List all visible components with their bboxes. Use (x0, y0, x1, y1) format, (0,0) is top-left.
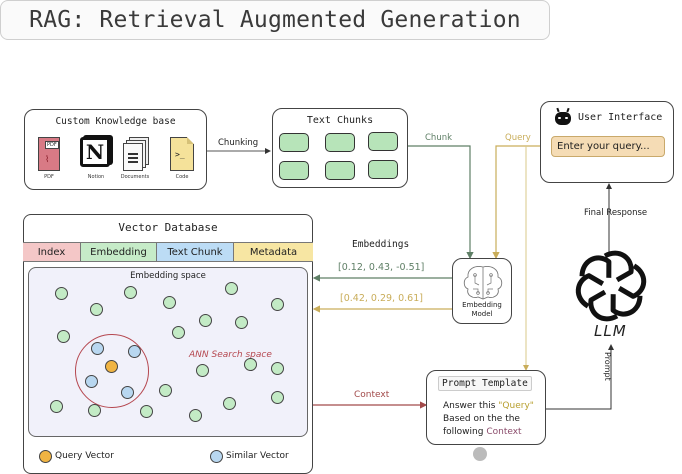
column-index: Index (23, 243, 81, 261)
vector-point (124, 286, 137, 299)
prompt-label: Prompt (603, 352, 612, 381)
similar-vector-point (121, 386, 134, 399)
vector-point (50, 400, 63, 413)
embedding-model-box: Embedding Model (452, 258, 512, 324)
column-text-chunk: Text Chunk (157, 243, 234, 261)
knowledge-base-title: Custom Knowledge base (55, 116, 176, 127)
vector-point (235, 316, 248, 329)
documents-icon (123, 137, 153, 171)
llm-label: LLM (594, 322, 627, 340)
query-edge-embedding (492, 145, 540, 260)
text-chunk-6 (368, 160, 398, 179)
column-metadata: Metadata (234, 243, 313, 261)
text-chunk-3 (368, 132, 398, 151)
query-vector-point (105, 360, 118, 373)
text-chunk-4 (279, 161, 309, 180)
vector-point (140, 405, 153, 418)
diagram-title: RAG: Retrieval Augmented Generation (0, 0, 550, 40)
vector-point (57, 330, 70, 343)
vector-database-title: Vector Database (118, 221, 218, 234)
vector-point (172, 326, 185, 339)
text-chunk-2 (325, 133, 355, 152)
embedding-model-label-2: Model (471, 310, 493, 318)
embeddings-label: Embeddings (352, 239, 410, 250)
vector-point (163, 296, 176, 309)
final-response-label: Final Response (584, 208, 648, 218)
notion-icon: N (80, 137, 110, 167)
connectors (145, 145, 614, 410)
vector-point (223, 397, 236, 410)
vector-point (271, 391, 284, 404)
similar-vector-point (85, 375, 98, 388)
prompt-template-title: Prompt Template (438, 376, 532, 391)
text-chunks-title: Text Chunks (306, 115, 374, 126)
prompt-line-3: following Context (443, 427, 522, 437)
prompt-line-1: Answer this "Query" (443, 401, 534, 411)
pdf-badge: PDF (45, 141, 59, 149)
code-glyph: >_ (175, 150, 185, 159)
documents-label: Documents (120, 174, 150, 180)
ann-search-label: ANN Search space (189, 350, 272, 360)
notion-label: Notion (87, 174, 105, 180)
vector-point (199, 314, 212, 327)
notion-glyph: N (85, 140, 105, 164)
embedding-model-label-1: Embedding (462, 301, 502, 309)
context-label: Context (354, 390, 390, 400)
similar-vector-point (91, 342, 104, 355)
prompt-line-2: Based on the the (443, 414, 520, 424)
code-label: Code (175, 174, 189, 180)
text-chunks-box: Text Chunks (272, 108, 408, 188)
title-text: RAG: Retrieval Augmented Generation (29, 7, 521, 33)
ann-search-circle (75, 334, 149, 408)
embedding-space: Embedding space ANN Search space (28, 267, 308, 437)
vector-point (225, 282, 238, 295)
vector-point (55, 287, 68, 300)
vector-db-columns: Index Embedding Text Chunk Metadata (23, 242, 313, 262)
text-chunk-5 (325, 161, 355, 180)
vector-point (189, 409, 202, 422)
robot-icon (555, 107, 571, 125)
watermark-avatar (473, 447, 487, 461)
legend-query-label: Query Vector (55, 451, 114, 461)
chunk-label: Chunk (425, 133, 453, 143)
prompt-template-box: Prompt Template Answer this "Query" Base… (426, 370, 546, 445)
embedding-vector-1: [0.12, 0.43, -0.51] (338, 262, 425, 273)
vector-point (271, 362, 284, 375)
text-chunk-1 (279, 133, 309, 152)
acrobat-glyph: ⌇ (45, 155, 50, 165)
pdf-icon: PDF ⌇ (38, 137, 60, 171)
user-interface-box: User Interface Enter your query... (540, 101, 674, 183)
vector-point (196, 364, 209, 377)
prompt-context-token: Context (486, 427, 522, 437)
column-embedding: Embedding (81, 243, 157, 261)
chunking-label: Chunking (218, 138, 259, 148)
user-interface-title: User Interface (578, 112, 663, 123)
embedding-vector-2: [0.42, 0.29, 0.61] (340, 293, 423, 304)
similar-vector-point (128, 345, 141, 358)
legend-similar-label: Similar Vector (226, 451, 289, 461)
vector-database-box: Vector Database Index Embedding Text Chu… (23, 214, 313, 474)
vector-point (244, 358, 257, 371)
knowledge-base-box: Custom Knowledge base PDF ⌇ PDF N Notion… (24, 109, 207, 190)
vector-point (159, 384, 172, 397)
query-label: Query (505, 133, 531, 143)
vector-point (271, 298, 284, 311)
chunk-edge (408, 145, 474, 260)
brain-circuit-icon (463, 266, 503, 300)
prompt-edge (546, 344, 614, 410)
openai-logo-icon (0, 0, 682, 457)
vector-point (90, 303, 103, 316)
prompt-query-token: "Query" (498, 401, 534, 411)
vector-point (88, 404, 101, 417)
query-input[interactable]: Enter your query... (551, 136, 665, 157)
embedding-space-title: Embedding space (130, 271, 206, 281)
pdf-label: PDF (44, 174, 54, 180)
code-icon: >_ (170, 137, 194, 171)
